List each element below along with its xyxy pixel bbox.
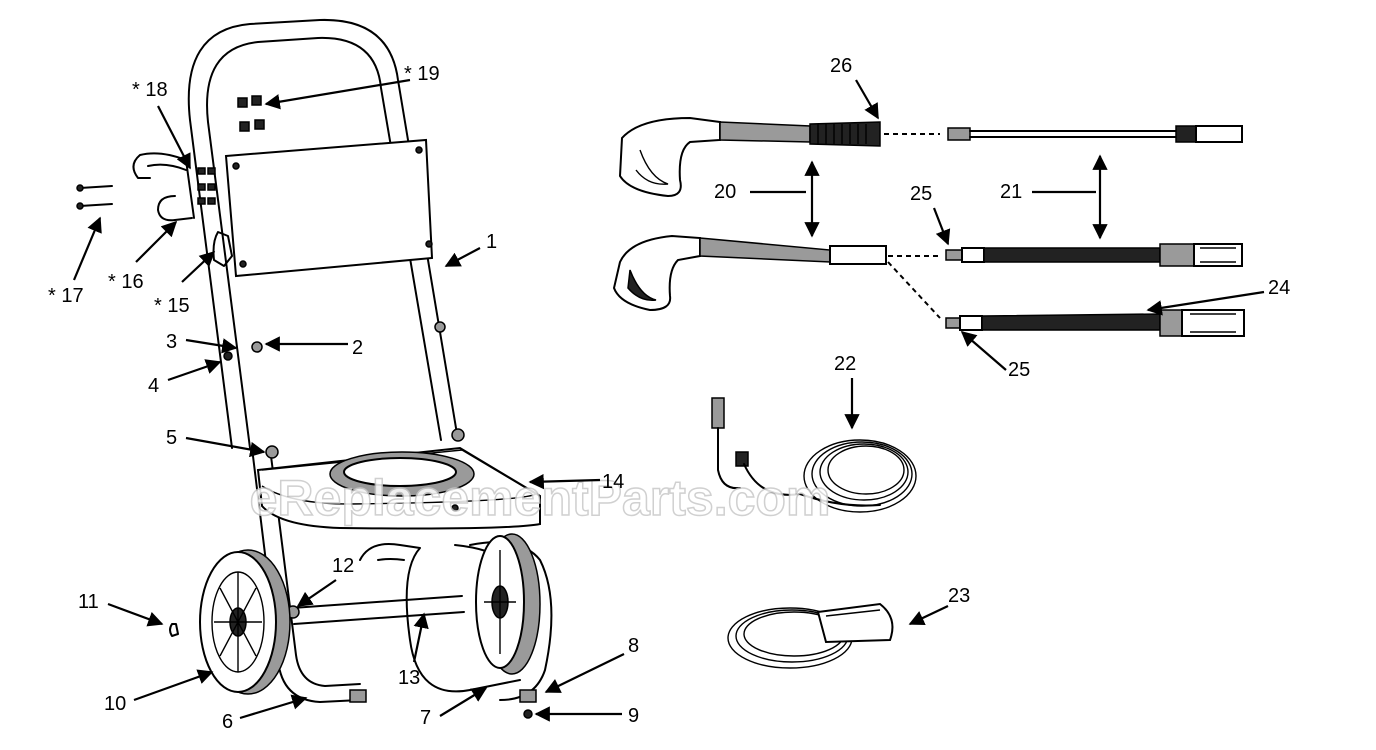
watermark: eReplacementParts.com <box>250 470 831 526</box>
callout-23: 23 <box>948 585 970 607</box>
left-wheel <box>199 549 291 695</box>
callout-25-upper: 25 <box>910 183 932 205</box>
callout-21: 21 <box>1000 181 1022 203</box>
callout-11: 11 <box>78 591 99 613</box>
callout-15: * 15 <box>154 295 190 317</box>
nozzle-wand-lower <box>945 309 1245 337</box>
callout-9: 9 <box>628 705 639 727</box>
feet <box>169 623 537 719</box>
callout-14: 14 <box>602 471 624 493</box>
garden-hose <box>727 602 894 669</box>
right-wheel <box>475 533 541 675</box>
nozzle-wand-upper <box>945 243 1243 267</box>
spray-gun-upper <box>618 116 881 198</box>
callout-10: 10 <box>104 693 126 715</box>
callout-6: 6 <box>222 711 233 733</box>
engine-deck <box>256 446 541 530</box>
callout-19: * 19 <box>404 63 440 85</box>
callout-12: 12 <box>332 555 354 577</box>
callout-17: * 17 <box>48 285 84 307</box>
hose-hook-bracket <box>76 152 233 267</box>
callout-4: 4 <box>148 375 159 397</box>
high-pressure-hose <box>711 397 917 513</box>
callout-5: 5 <box>166 427 177 449</box>
callout-25-lower: 25 <box>1008 359 1030 381</box>
callout-16: * 16 <box>108 271 144 293</box>
spray-gun-lower <box>612 234 887 312</box>
callout-1: 1 <box>486 231 497 253</box>
callout-8: 8 <box>628 635 639 657</box>
callout-18: * 18 <box>132 79 168 101</box>
extension-wand <box>947 125 1243 143</box>
callout-3: 3 <box>166 331 177 353</box>
callout-13: 13 <box>398 667 420 689</box>
instruction-panel <box>224 95 434 278</box>
callout-2: 2 <box>352 337 363 359</box>
callout-24: 24 <box>1268 277 1290 299</box>
callout-7: 7 <box>420 707 431 729</box>
callout-26: 26 <box>830 55 852 77</box>
leader-arrows <box>72 78 1265 722</box>
callout-labels: 1 2 3 4 5 6 7 8 9 10 11 12 13 14 * 15 * … <box>48 55 1290 733</box>
callout-22: 22 <box>834 353 856 375</box>
callout-20: 20 <box>714 181 736 203</box>
